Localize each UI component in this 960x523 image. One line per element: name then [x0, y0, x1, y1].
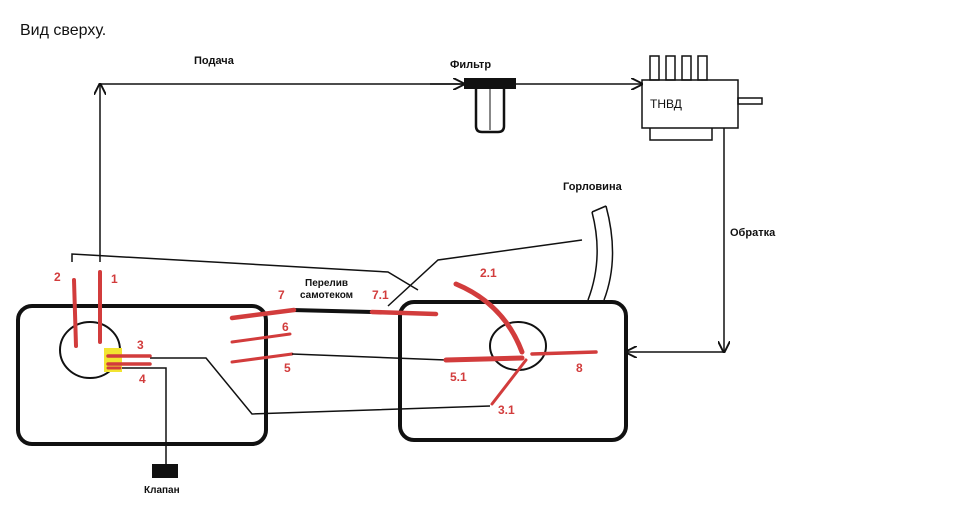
diagram-title: Вид сверху. — [20, 22, 107, 39]
pipe-2-number: 2 — [54, 270, 61, 284]
injection-pump-icon — [641, 55, 763, 141]
pipe-4-number: 4 — [139, 372, 146, 386]
overflow-label: Перелив самотеком — [300, 278, 354, 301]
highlighted-connector — [104, 348, 122, 372]
pipe-8-number: 8 — [576, 361, 583, 375]
vent-line-to-neck — [387, 239, 583, 307]
pipe-3-1-number: 3.1 — [498, 403, 515, 417]
filter-icon — [464, 78, 516, 134]
pump-label: ТНВД — [650, 97, 682, 111]
middle-pipes — [229, 307, 447, 364]
filler-neck — [587, 205, 614, 301]
pipe-3-number: 3 — [137, 338, 144, 352]
pipe-7-number: 7 — [278, 288, 285, 302]
pipe-4-to-3-1-line — [150, 357, 491, 415]
neck-label: Горловина — [563, 181, 622, 193]
pipe-2-1 — [453, 281, 525, 355]
pipe-5-number: 5 — [284, 361, 291, 375]
pipe-5-1-number: 5.1 — [450, 370, 467, 384]
right-tank-pipes — [443, 281, 598, 406]
right-tank — [398, 300, 628, 442]
valve-icon — [152, 464, 178, 478]
pipe-2-1-number: 2.1 — [480, 266, 497, 280]
pipe-7-1-number: 7.1 — [372, 288, 389, 302]
pipe-7-1 — [369, 309, 439, 317]
pipe-1-number: 1 — [111, 272, 118, 286]
pipe-2 — [72, 278, 78, 348]
left-tank-pipes — [72, 270, 152, 370]
pipe-8 — [530, 350, 598, 356]
pipe-6-number: 6 — [282, 320, 289, 334]
pipe-7 — [229, 307, 297, 321]
vent-line-left — [71, 253, 419, 291]
overflow-line — [291, 308, 373, 314]
supply-label: Подача — [194, 55, 234, 67]
pipe-6 — [230, 332, 292, 344]
return-label: Обратка — [730, 227, 776, 239]
valve-label: Клапан — [144, 485, 180, 496]
pipe-3-1 — [490, 358, 528, 406]
filter-label: Фильтр — [450, 59, 492, 71]
left-tank — [16, 304, 268, 446]
pipe-5-1 — [443, 355, 525, 363]
valve-line — [120, 367, 167, 466]
pipe-5-link — [291, 353, 447, 361]
pipe-5 — [230, 352, 294, 364]
